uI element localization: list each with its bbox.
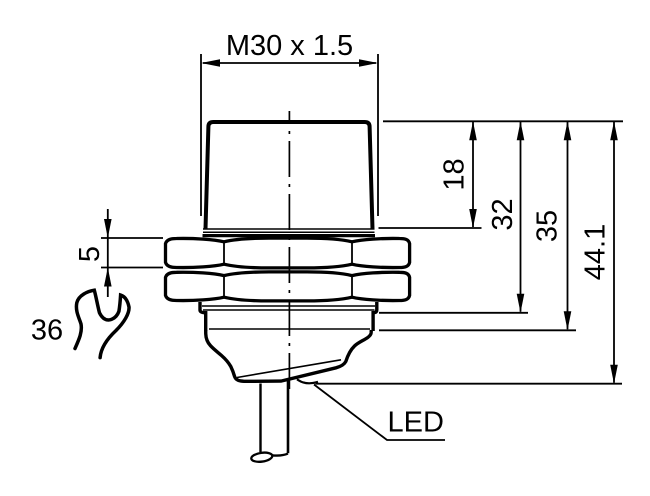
svg-text:35: 35 [532, 210, 564, 242]
svg-text:M30 x 1.5: M30 x 1.5 [226, 30, 353, 62]
svg-text:5: 5 [74, 246, 106, 262]
svg-text:18: 18 [439, 158, 471, 190]
svg-text:32: 32 [487, 198, 519, 230]
svg-text:44.1: 44.1 [580, 224, 612, 280]
svg-text:36: 36 [31, 315, 63, 347]
svg-text:LED: LED [388, 407, 444, 439]
